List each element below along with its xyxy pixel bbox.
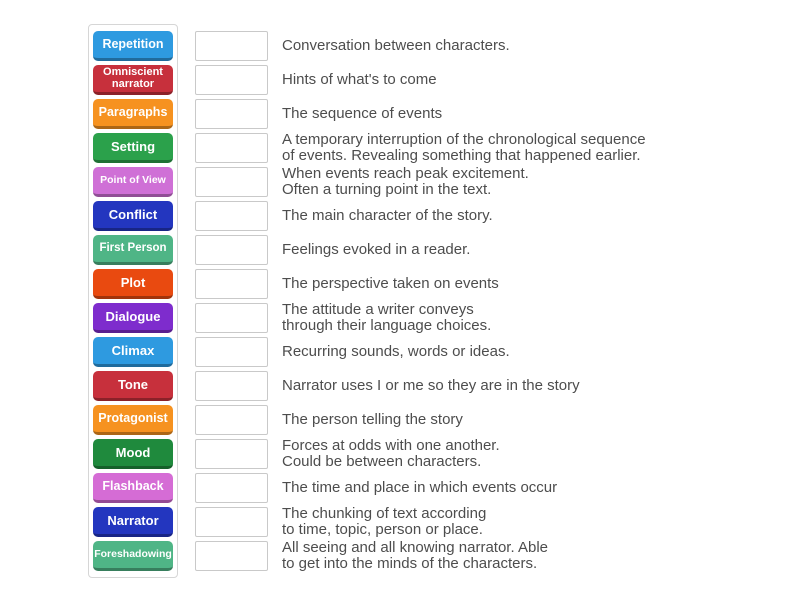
term-tile-conflict[interactable]: Conflict xyxy=(93,201,173,231)
term-tile-mood[interactable]: Mood xyxy=(93,439,173,469)
answer-slot[interactable] xyxy=(195,473,268,503)
term-tile-protagonist[interactable]: Protagonist xyxy=(93,405,173,435)
match-row: When events reach peak excitement. Often… xyxy=(195,164,646,198)
definition-text: The person telling the story xyxy=(282,410,463,428)
term-tile-paragraphs[interactable]: Paragraphs xyxy=(93,99,173,129)
term-tile-point-of-view[interactable]: Point of View xyxy=(93,167,173,197)
match-row: All seeing and all knowing narrator. Abl… xyxy=(195,538,646,572)
definition-text: The time and place in which events occur xyxy=(282,478,558,496)
definition-text: The perspective taken on events xyxy=(282,274,499,292)
definition-text: Hints of what's to come xyxy=(282,70,437,88)
answer-slot[interactable] xyxy=(195,31,268,61)
term-tile-tone[interactable]: Tone xyxy=(93,371,173,401)
definition-text: A temporary interruption of the chronolo… xyxy=(282,130,646,164)
definition-text: Narrator uses I or me so they are in the… xyxy=(282,376,580,394)
term-tile-setting[interactable]: Setting xyxy=(93,133,173,163)
match-row: The chunking of text according to time, … xyxy=(195,504,646,538)
match-row: Conversation between characters. xyxy=(195,31,646,61)
answer-slot[interactable] xyxy=(195,371,268,401)
answer-slot[interactable] xyxy=(195,303,268,333)
definition-text: Recurring sounds, words or ideas. xyxy=(282,342,510,360)
definition-text: All seeing and all knowing narrator. Abl… xyxy=(282,538,549,572)
definition-text: Feelings evoked in a reader. xyxy=(282,240,471,258)
answer-slot[interactable] xyxy=(195,167,268,197)
definition-text: The main character of the story. xyxy=(282,206,493,224)
answer-slot[interactable] xyxy=(195,541,268,571)
answer-slot[interactable] xyxy=(195,439,268,469)
answer-slot[interactable] xyxy=(195,201,268,231)
term-tile-plot[interactable]: Plot xyxy=(93,269,173,299)
answer-slot[interactable] xyxy=(195,269,268,299)
match-row: The sequence of events xyxy=(195,99,646,129)
definition-text: The attitude a writer conveys through th… xyxy=(282,300,492,334)
answer-slot[interactable] xyxy=(195,235,268,265)
match-row: A temporary interruption of the chronolo… xyxy=(195,130,646,164)
match-row: Narrator uses I or me so they are in the… xyxy=(195,371,646,401)
term-tile-flashback[interactable]: Flashback xyxy=(93,473,173,503)
term-tile-dialogue[interactable]: Dialogue xyxy=(93,303,173,333)
match-row: The time and place in which events occur xyxy=(195,473,646,503)
match-row: Recurring sounds, words or ideas. xyxy=(195,337,646,367)
answer-slot[interactable] xyxy=(195,65,268,95)
term-tile-first-person[interactable]: First Person xyxy=(93,235,173,265)
definition-text: When events reach peak excitement. Often… xyxy=(282,164,529,198)
definition-text: The sequence of events xyxy=(282,104,443,122)
match-row: Hints of what's to come xyxy=(195,65,646,95)
match-row: The main character of the story. xyxy=(195,201,646,231)
answer-slot[interactable] xyxy=(195,337,268,367)
term-tile-narrator[interactable]: Narrator xyxy=(93,507,173,537)
term-tile-repetition[interactable]: Repetition xyxy=(93,31,173,61)
match-rows: Conversation between characters. Hints of… xyxy=(195,31,646,572)
answer-slot[interactable] xyxy=(195,99,268,129)
definition-text: Forces at odds with one another. Could b… xyxy=(282,436,500,470)
answer-slot[interactable] xyxy=(195,405,268,435)
match-row: The perspective taken on events xyxy=(195,269,646,299)
term-tile-foreshadowing[interactable]: Foreshadowing xyxy=(93,541,173,571)
term-tile-climax[interactable]: Climax xyxy=(93,337,173,367)
definition-text: The chunking of text according to time, … xyxy=(282,504,487,538)
match-row: The person telling the story xyxy=(195,405,646,435)
definition-text: Conversation between characters. xyxy=(282,36,510,54)
match-row: Feelings evoked in a reader. xyxy=(195,235,646,265)
term-tile-omniscient-narrator[interactable]: Omniscient narrator xyxy=(93,65,173,95)
match-row: Forces at odds with one another. Could b… xyxy=(195,436,646,470)
answer-slot[interactable] xyxy=(195,133,268,163)
match-row: The attitude a writer conveys through th… xyxy=(195,300,646,334)
answer-slot[interactable] xyxy=(195,507,268,537)
